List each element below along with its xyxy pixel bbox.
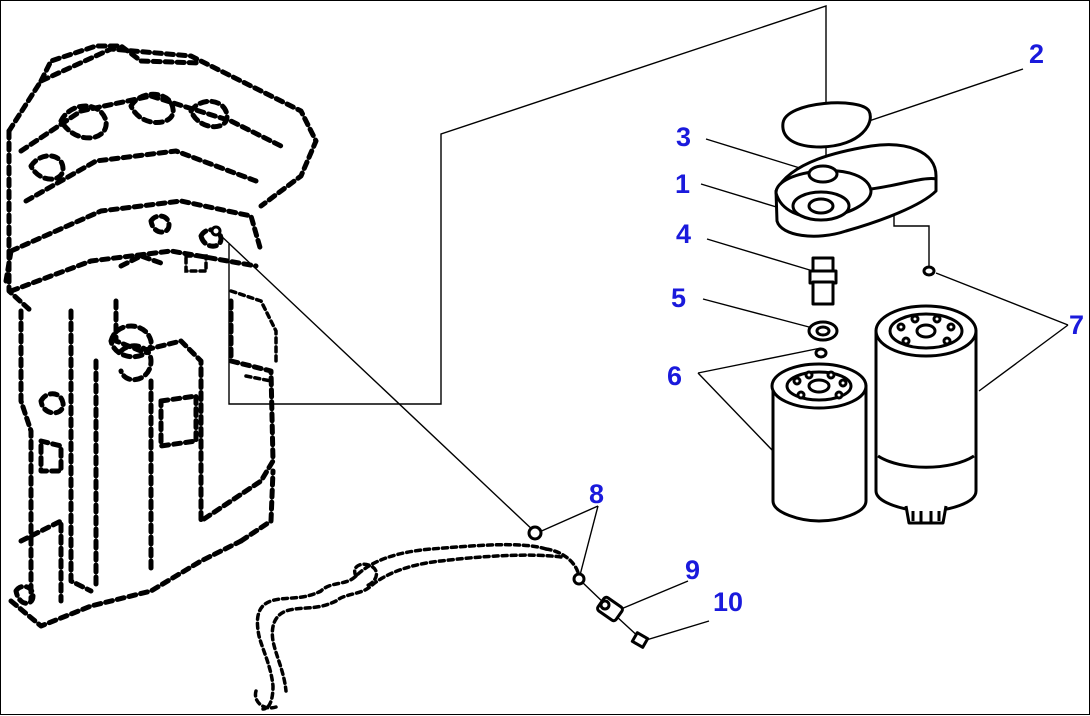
part-8-fitting-upper bbox=[527, 525, 543, 541]
engine-block bbox=[3, 43, 319, 629]
part-4-adapter bbox=[808, 256, 838, 306]
callout-5: 5 bbox=[671, 283, 686, 313]
callout-1: 1 bbox=[675, 169, 690, 199]
part-2-seal bbox=[781, 101, 872, 149]
callout-8: 8 bbox=[589, 479, 604, 509]
callout-6: 6 bbox=[667, 361, 682, 391]
callout-7: 7 bbox=[1069, 310, 1084, 340]
callout-9: 9 bbox=[685, 555, 700, 585]
part-10-plug bbox=[630, 631, 650, 649]
part-6-filter-element bbox=[770, 362, 868, 523]
part-9-connector bbox=[596, 595, 624, 623]
callout-10: 10 bbox=[713, 587, 743, 617]
callout-4: 4 bbox=[676, 219, 691, 249]
part-1-filter-head bbox=[774, 143, 938, 238]
leader-lines bbox=[217, 5, 1069, 642]
callout-2: 2 bbox=[1029, 39, 1044, 69]
part-3-o-ring bbox=[807, 164, 839, 184]
fuel-tube bbox=[253, 542, 581, 711]
part-7-filter-element bbox=[874, 265, 978, 525]
callout-3: 3 bbox=[676, 122, 691, 152]
part-8-fitting-lower bbox=[572, 572, 586, 586]
